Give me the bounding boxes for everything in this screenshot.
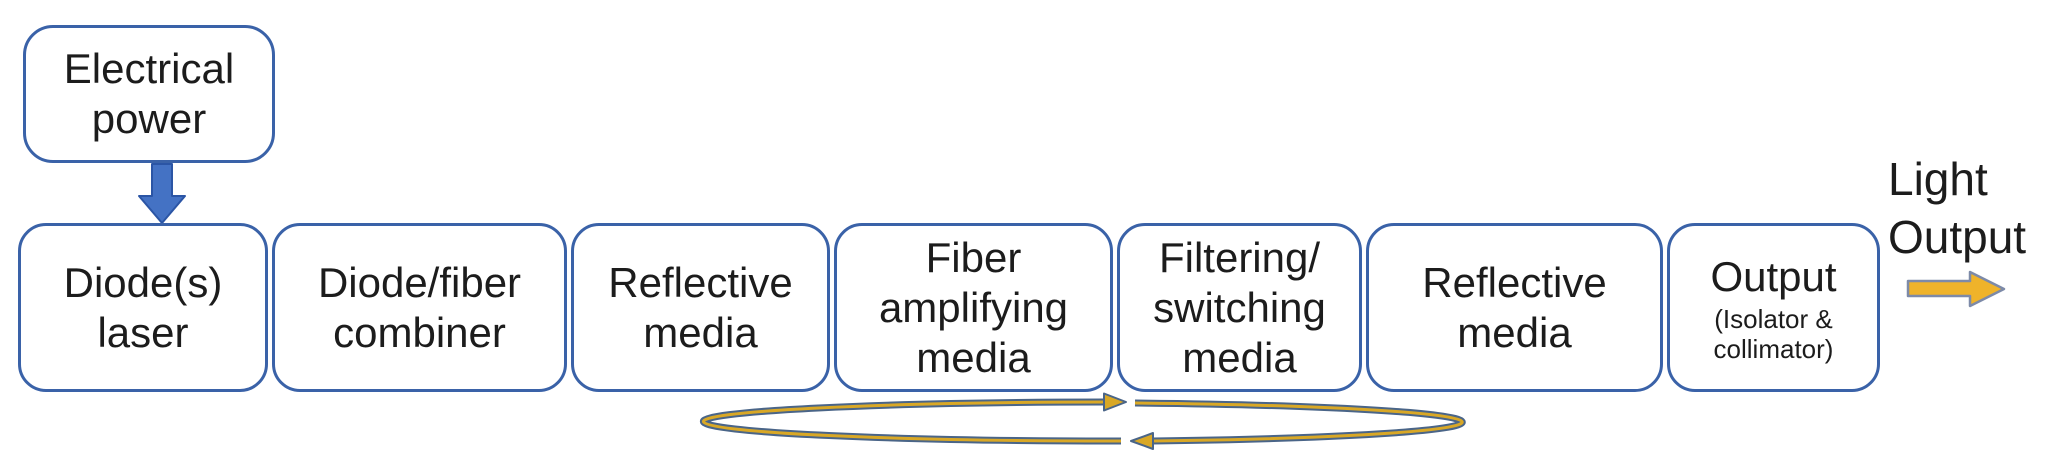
flow-node-label: Fiber amplifying media bbox=[878, 233, 1069, 381]
flow-node-label: Reflective media bbox=[608, 258, 793, 356]
flow-node-label: Output bbox=[1710, 252, 1837, 300]
loop-arrow-icon bbox=[699, 392, 1466, 450]
flow-node-diodes-laser: Diode(s) laser bbox=[18, 223, 268, 392]
flow-node-label: Filtering/ switching media bbox=[1153, 233, 1326, 381]
flow-node-label: Diode(s) laser bbox=[63, 258, 223, 356]
flow-node-label: Reflective media bbox=[1422, 258, 1607, 356]
down-arrow-icon bbox=[138, 163, 186, 224]
flow-node-reflective-media-left: Reflective media bbox=[571, 223, 830, 392]
flow-node-diode-fiber-combiner: Diode/fiber combiner bbox=[272, 223, 567, 392]
flow-node-label: Diode/fiber combiner bbox=[317, 258, 522, 356]
flow-node-fiber-amplifying-media: Fiber amplifying media bbox=[834, 223, 1113, 392]
electrical-power-label: Electrical power bbox=[63, 45, 235, 142]
light-output-label: Light Output bbox=[1888, 153, 2027, 263]
electrical-power-node: Electrical power bbox=[23, 25, 275, 163]
flow-node-output: Output (Isolator & collimator) bbox=[1667, 223, 1880, 392]
flow-node-reflective-media-right: Reflective media bbox=[1366, 223, 1663, 392]
right-arrow-icon bbox=[1906, 270, 2006, 308]
flow-node-filtering-switching-media: Filtering/ switching media bbox=[1117, 223, 1362, 392]
flow-node-sublabel: (Isolator & collimator) bbox=[1713, 303, 1834, 364]
